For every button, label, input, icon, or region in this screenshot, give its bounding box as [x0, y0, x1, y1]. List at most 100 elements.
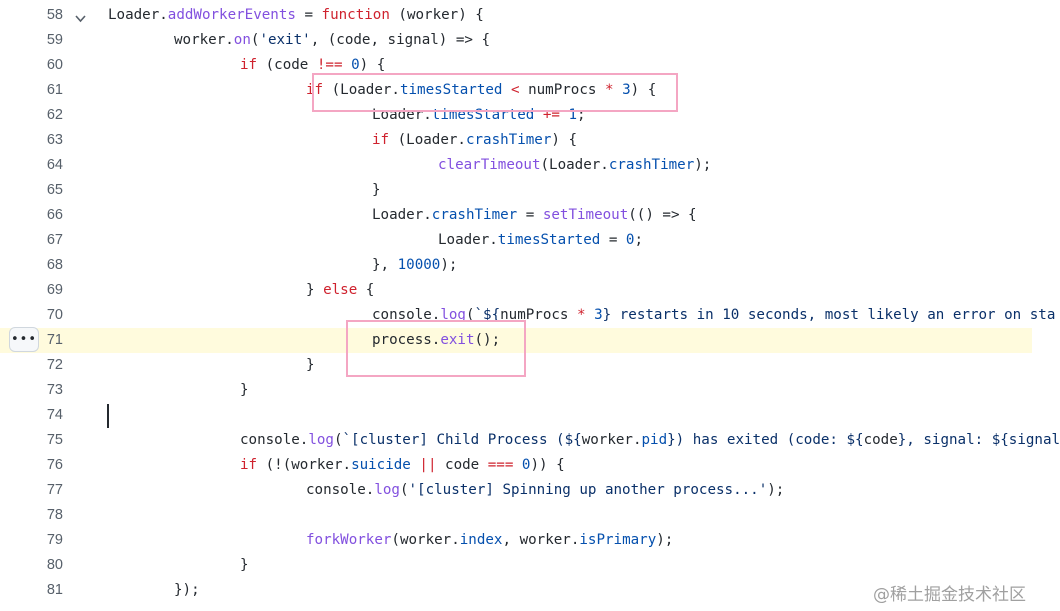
chevron-down-icon[interactable]	[74, 9, 87, 23]
code-token: }	[306, 282, 324, 298]
line-number[interactable]: 66	[46, 207, 63, 223]
code-line[interactable]: 64 clearTimeout(Loader.crashTimer);	[0, 153, 1032, 178]
line-actions-button[interactable]: •••	[9, 327, 39, 352]
code-token: numProcs	[519, 82, 605, 98]
code-token: =	[600, 232, 626, 248]
code-token: pid	[641, 432, 668, 448]
code-token: `${	[474, 307, 501, 323]
line-number[interactable]: 60	[46, 57, 63, 73]
code-line[interactable]: 68}, 10000);	[0, 253, 1032, 278]
code-text: Loader.timesStarted += 1;	[372, 103, 586, 128]
line-number[interactable]: 75	[46, 432, 63, 448]
line-number[interactable]: 61	[46, 82, 63, 98]
code-token: Loader.	[438, 232, 498, 248]
code-token: clearTimeout	[438, 157, 541, 173]
code-token: timesStarted	[431, 107, 535, 123]
code-line[interactable]: 60 if (code !== 0) {	[0, 53, 1032, 78]
code-line[interactable]: 80}	[0, 553, 1032, 578]
code-line[interactable]: 73}	[0, 378, 1032, 403]
code-token: 3	[594, 307, 603, 323]
line-number[interactable]: 62	[46, 107, 63, 123]
code-token: if	[372, 132, 390, 148]
code-line[interactable]: 78	[0, 503, 1032, 528]
code-token: +=	[542, 107, 560, 123]
code-token	[534, 107, 543, 123]
line-number[interactable]: 70	[46, 307, 63, 323]
code-token: numProcs	[500, 307, 578, 323]
code-token: exit	[440, 332, 475, 348]
line-number[interactable]: 73	[46, 382, 63, 398]
code-token: .	[159, 7, 168, 23]
code-token: `[cluster] Child Process (	[342, 432, 565, 448]
code-token: index	[459, 532, 503, 548]
code-token: code	[863, 432, 898, 448]
code-text: Loader.timesStarted = 0;	[438, 228, 643, 253]
code-text: if (code !== 0) {	[240, 53, 385, 78]
line-number[interactable]: 71	[46, 332, 63, 348]
code-text: }	[306, 353, 315, 378]
code-token: ();	[474, 332, 501, 348]
code-line[interactable]: 67 Loader.timesStarted = 0;	[0, 228, 1032, 253]
code-token	[513, 457, 522, 473]
line-number[interactable]: 74	[46, 407, 63, 423]
line-number[interactable]: 68	[46, 257, 63, 273]
code-text: });	[174, 578, 200, 603]
code-line[interactable]: 65}	[0, 178, 1032, 203]
code-token: addWorkerEvents	[167, 7, 296, 23]
code-token: *	[577, 307, 586, 323]
code-token: (Loader.	[323, 82, 400, 98]
code-text: clearTimeout(Loader.crashTimer);	[438, 153, 711, 178]
code-line[interactable]: 71 process.exit();	[0, 328, 1032, 353]
line-number[interactable]: 67	[46, 232, 63, 248]
code-text: if (Loader.crashTimer) {	[372, 128, 577, 153]
code-line[interactable]: 74	[0, 403, 1032, 428]
line-number[interactable]: 76	[46, 457, 63, 473]
code-token: console.	[240, 432, 309, 448]
code-token: );	[656, 532, 674, 548]
code-line[interactable]: 62 Loader.timesStarted += 1;	[0, 103, 1032, 128]
code-token: if	[240, 57, 258, 73]
line-number[interactable]: 59	[46, 32, 63, 48]
line-number[interactable]: 72	[46, 357, 63, 373]
code-token: console.	[306, 482, 375, 498]
code-line[interactable]: 63 if (Loader.crashTimer) {	[0, 128, 1032, 153]
code-token: suicide	[351, 457, 411, 473]
code-token	[586, 307, 595, 323]
code-token: crashTimer	[608, 157, 695, 173]
line-number[interactable]: 77	[46, 482, 63, 498]
line-number[interactable]: 64	[46, 157, 63, 173]
code-token: }	[372, 182, 381, 198]
code-line[interactable]: 72}	[0, 353, 1032, 378]
code-line[interactable]: 81});	[0, 578, 1032, 603]
code-token: );	[440, 257, 458, 273]
line-number[interactable]: 69	[46, 282, 63, 298]
code-token: 'exit'	[259, 32, 311, 48]
text-cursor	[107, 404, 109, 428]
code-token: function	[321, 7, 390, 23]
line-number[interactable]: 78	[46, 507, 63, 523]
line-number[interactable]: 63	[46, 132, 63, 148]
line-number[interactable]: 58	[46, 7, 63, 23]
code-token: code	[436, 457, 488, 473]
code-text: }	[240, 378, 249, 403]
line-number[interactable]: 81	[46, 582, 63, 598]
code-token: 10000	[397, 257, 441, 273]
code-text: }	[240, 553, 249, 578]
line-number[interactable]: 79	[46, 532, 63, 548]
code-token: crashTimer	[431, 207, 518, 223]
line-number[interactable]: 65	[46, 182, 63, 198]
code-line[interactable]: 69} else {	[0, 278, 1032, 303]
code-token: process.	[372, 332, 441, 348]
code-token: )) {	[530, 457, 565, 473]
line-number[interactable]: 80	[46, 557, 63, 573]
